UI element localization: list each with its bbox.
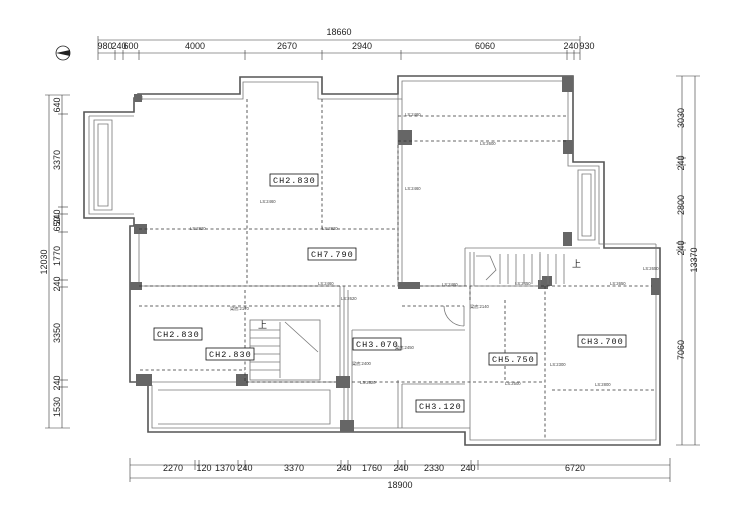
top-dim: 2940 xyxy=(352,41,372,51)
left-dim: 3350 xyxy=(52,323,62,343)
ceiling-height-label: CH7.790 xyxy=(311,250,354,260)
door-swing xyxy=(443,305,465,327)
beam-note: 梁底:2450 xyxy=(395,344,415,351)
stair-up-mark: 上 xyxy=(572,259,581,269)
right-dim: 3030 xyxy=(676,108,686,128)
beam-note: 梁底:2170 xyxy=(230,305,250,312)
beam-note: LS:2460 xyxy=(318,281,334,286)
ceiling-height-label: CH2.830 xyxy=(273,176,316,186)
beam-annotations: LS:2460 LS:2600 LS:2460 LS:2460 LS:2820 … xyxy=(190,112,659,387)
top-dim: 600 xyxy=(123,41,138,51)
left-dim: 3370 xyxy=(52,150,62,170)
top-dim: 240 xyxy=(563,41,578,51)
beam-note: LS:2650 xyxy=(643,266,659,271)
bottom-total-dim: 18900 xyxy=(387,480,412,490)
right-dim: 2800 xyxy=(676,195,686,215)
right-dim: 240 xyxy=(676,240,686,255)
structural-columns xyxy=(130,76,660,432)
beam-note: LS:2300 xyxy=(550,362,566,367)
beam-note: LS:2500 xyxy=(505,381,521,386)
ceiling-height-label: CH2.830 xyxy=(209,350,252,360)
left-dim: 240 xyxy=(52,375,62,390)
ceiling-height-label: CH3.120 xyxy=(419,402,462,412)
bottom-dimension-chain: 2270 120 1370 240 3370 240 1760 240 2330… xyxy=(129,458,671,490)
beam-note: LS:2460 xyxy=(442,282,458,287)
right-dim: 240 xyxy=(676,155,686,170)
right-dimension-chain: 3030 240 2800 240 7060 13370 xyxy=(676,75,700,446)
ceiling-height-label: CH5.750 xyxy=(492,355,535,365)
top-dimension-chain: 18660 980 240 600 4000 2670 2940 6060 24… xyxy=(97,27,595,60)
beam-lines xyxy=(139,99,656,440)
north-arrow-icon xyxy=(55,45,71,61)
ceiling-height-label: CH3.070 xyxy=(356,340,399,350)
bottom-dim: 240 xyxy=(336,463,351,473)
stair-up-mark: 上 xyxy=(258,320,267,330)
bottom-dim: 1760 xyxy=(362,463,382,473)
bottom-dim: 240 xyxy=(460,463,475,473)
beam-note: LS:2450 xyxy=(515,281,531,286)
left-dim: 640 xyxy=(52,97,62,112)
beam-note: LS:2650 xyxy=(610,281,626,286)
beam-note: LS:2460 xyxy=(260,199,276,204)
bottom-dim: 240 xyxy=(237,463,252,473)
right-total-dim: 13370 xyxy=(689,247,699,272)
left-dimension-chain: 12030 640 3370 240 650 1770 240 3350 240… xyxy=(39,94,70,429)
beam-note: 梁底:2400 xyxy=(352,360,372,367)
beam-note: LS:2820 xyxy=(360,380,376,385)
ceiling-height-label: CH2.830 xyxy=(157,330,200,340)
staircase-west: 上 xyxy=(249,319,321,381)
left-total-dim: 12030 xyxy=(39,249,49,274)
left-dim: 240 xyxy=(52,209,62,224)
beam-note: LS:2460 xyxy=(405,186,421,191)
bottom-dim: 3370 xyxy=(284,463,304,473)
left-dim: 650 xyxy=(52,216,62,231)
ceiling-height-labels: CH2.830 CH7.790 CH2.830 CH2.830 CH3.070 … xyxy=(153,173,627,413)
bottom-dim: 120 xyxy=(196,463,211,473)
beam-note: LS:2460 xyxy=(405,112,421,117)
left-dim: 1530 xyxy=(52,397,62,417)
ceiling-height-label: CH3.700 xyxy=(581,337,624,347)
top-dim: 930 xyxy=(579,41,594,51)
bottom-dim: 2270 xyxy=(163,463,183,473)
top-dim: 2670 xyxy=(277,41,297,51)
beam-note: 梁底:2140 xyxy=(470,303,490,310)
top-total-dim: 18660 xyxy=(326,27,351,37)
right-dim: 7060 xyxy=(676,340,686,360)
staircase-east: 上 xyxy=(473,252,581,287)
bottom-dim: 1370 xyxy=(215,463,235,473)
top-dim: 240 xyxy=(111,41,126,51)
beam-note: LS:2820 xyxy=(322,226,338,231)
left-dim: 1770 xyxy=(52,246,62,266)
bottom-dim: 6720 xyxy=(565,463,585,473)
beam-note: LS:2820 xyxy=(190,226,206,231)
top-dim: 980 xyxy=(97,41,112,51)
beam-note: LS:2620 xyxy=(341,296,357,301)
beam-note: LS:2600 xyxy=(480,141,496,146)
beam-note: LS:2800 xyxy=(595,382,611,387)
left-dim: 240 xyxy=(52,276,62,291)
walls xyxy=(83,75,661,446)
top-dim: 4000 xyxy=(185,41,205,51)
bottom-dim: 240 xyxy=(393,463,408,473)
bottom-dim: 2330 xyxy=(424,463,444,473)
top-dim: 6060 xyxy=(475,41,495,51)
